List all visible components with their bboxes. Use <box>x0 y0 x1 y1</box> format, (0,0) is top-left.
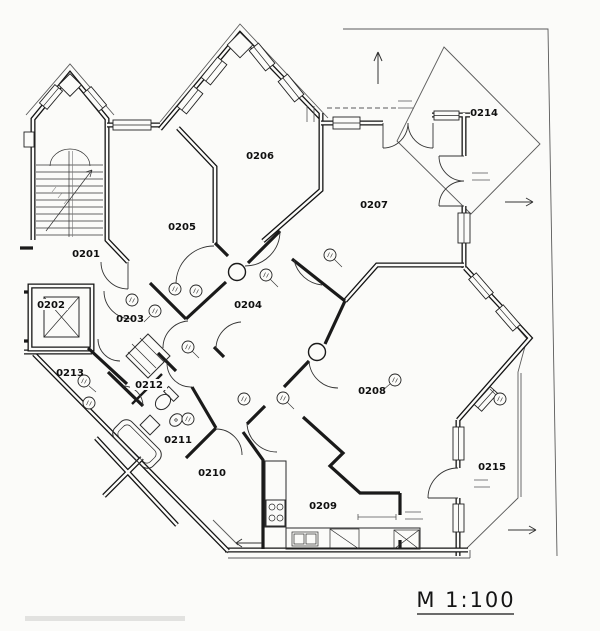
room-label-0204: 0204 <box>234 300 262 311</box>
column <box>227 262 247 282</box>
room-labels: 0201 0202 0203 0204 0205 0206 0207 0208 … <box>34 108 506 512</box>
columns <box>227 262 327 362</box>
room-label-0201: 0201 <box>72 249 100 260</box>
kitchen-sink <box>291 531 319 547</box>
stove <box>265 499 286 527</box>
interior-walls <box>86 229 402 549</box>
doors <box>97 122 465 499</box>
entrance-arrow <box>235 538 262 548</box>
shaft-hatch <box>125 333 171 379</box>
washer <box>139 414 161 436</box>
sink <box>169 413 183 427</box>
windows <box>23 31 521 533</box>
scale-label: M 1:100 <box>416 588 515 612</box>
north-arrow <box>373 51 383 84</box>
column <box>307 342 327 362</box>
room-label-0215: 0215 <box>478 462 506 473</box>
room-label-0208: 0208 <box>358 386 386 397</box>
room-label-0203: 0203 <box>116 314 144 325</box>
staircase <box>36 148 103 237</box>
room-label-0211: 0211 <box>164 435 192 446</box>
dimension-marks <box>306 100 490 520</box>
room-label-0210: 0210 <box>198 468 226 479</box>
door-tags <box>77 248 507 426</box>
room-label-0206: 0206 <box>246 151 274 162</box>
room-label-0205: 0205 <box>168 222 196 233</box>
room-label-0209: 0209 <box>309 501 337 512</box>
scan-smudge <box>25 616 185 621</box>
exit-arrow-upper <box>505 197 534 207</box>
room-label-0214: 0214 <box>470 108 498 119</box>
fixtures <box>112 333 421 550</box>
room-label-0213: 0213 <box>56 368 84 379</box>
room-label-0207: 0207 <box>360 200 388 211</box>
kitchen-counter <box>264 460 421 550</box>
scale-note: M 1:100 <box>416 588 515 615</box>
room-label-0202: 0202 <box>37 300 65 311</box>
elevator-shaft <box>27 283 95 352</box>
bathtub <box>112 419 162 469</box>
exit-arrow-lower <box>508 525 537 535</box>
room-label-0212: 0212 <box>135 380 163 391</box>
terrace-0215-outline <box>465 296 528 550</box>
terrace-0214-outline <box>396 46 541 215</box>
